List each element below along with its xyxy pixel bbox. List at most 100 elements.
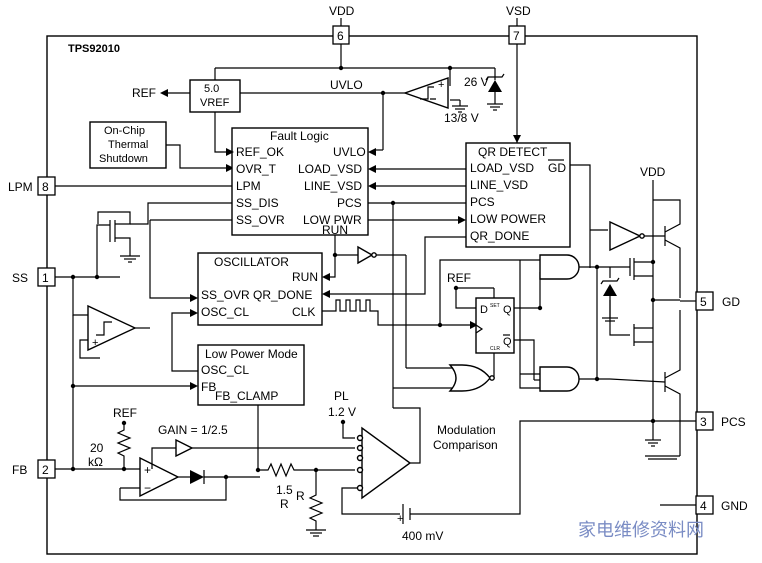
lpm-pin-label: LPM [8,180,33,194]
lpm-osc-cl: OSC_CL [201,363,249,377]
fault-pcs: PCS [337,196,362,210]
low-power-mode-block [197,344,305,406]
lpm-title: Low Power Mode [205,347,298,361]
ref-fb-label: REF [113,406,137,420]
oscillator-block [197,252,323,326]
fault-low-pwr: LOW PWR [303,213,362,227]
pin-6-number: 6 [337,29,344,43]
fault-ref-ok: REF_OK [236,145,284,159]
ff-q: Q [503,304,512,316]
resistor-r-label: R [296,489,305,503]
ref-arrow-icon [160,89,168,97]
lpm-fb-clamp: FB_CLAMP [215,389,278,403]
uvlo-comparator [402,77,449,109]
ff-qbar: Q [503,336,512,348]
fault-logic-block [231,127,369,236]
and-gate-bottom [539,366,580,392]
osc-run: RUN [292,270,318,284]
fb-diode-icon [190,470,204,484]
watermark: 家电维修资料网 [578,520,704,540]
fault-uvlo: UVLO [333,145,366,159]
pin-8-number: 8 [42,180,49,194]
uvlo-label: UVLO [330,78,363,92]
chip-name: TPS92010 [68,43,120,55]
pin-7-number: 7 [513,29,520,43]
uvlo-thresholds: 13/8 V [444,111,479,125]
fault-ss-dis: SS_DIS [236,196,279,210]
fault-ovr-t: OVR_T [236,162,277,176]
osc-title: OSCILLATOR [214,255,289,269]
vsd-pin-label: VSD [506,4,531,18]
pin-4-number: 4 [700,499,707,513]
pcs-pin-label: PCS [721,415,746,429]
osc-ss-ovr: SS_OVR [201,288,250,302]
and-gate-top [539,254,580,280]
thermal-line3: Shutdown [99,153,148,165]
gnd-pin-label: GND [721,499,748,513]
resistor-1-5r-unit: R [280,497,289,511]
pl-label: PL [334,389,349,403]
ff-ref: REF [447,271,471,285]
resistor-r [308,470,324,530]
resistor-20k-value: 20 [90,441,104,455]
svg-text:−: − [144,481,151,495]
resistor-1-5r-value: 1.5 [276,483,293,497]
svg-text:+: + [438,79,444,91]
fb-amplifier [139,456,180,498]
lpm-fb: FB [201,380,216,394]
thermal-line1: On-Chip [104,125,145,137]
fault-run: RUN [322,223,348,237]
resistor-20k [116,423,132,469]
modulation-comparator [361,426,412,500]
vdd-pin-label: VDD [329,4,355,18]
qr-load-vsd: LOAD_VSD [470,161,534,175]
gd-buffer [609,220,642,252]
flip-flop [475,297,515,354]
qr-low-power: LOW POWER [470,212,546,226]
qr-detect-title: QR DETECT [478,145,548,159]
ff-set: SET [490,303,500,309]
zener-voltage: 26 V [464,75,489,89]
pin-3-number: 3 [700,415,707,429]
gd-pin-label: GD [722,295,740,309]
gd-vdd-label: VDD [640,165,666,179]
fault-ss-ovr: SS_OVR [236,213,285,227]
resistor-1-5r [258,462,316,478]
fb-pin-label: FB [12,463,27,477]
ss-pin-label: SS [12,271,28,285]
svg-text:+: + [397,513,403,525]
qr-line-vsd: LINE_VSD [470,178,528,192]
fault-logic-title: Fault Logic [270,129,329,143]
or-gate [448,364,491,392]
qr-gd: GD [548,161,566,175]
qr-qr-done: QR_DONE [470,229,529,243]
modulation-line1: Modulation [437,423,496,437]
qr-pcs: PCS [470,195,495,209]
vref-value: 5.0 [204,83,219,95]
gd-zener-icon [603,284,617,296]
gain-label: GAIN = 1/2.5 [158,423,228,437]
zener-diode-icon [488,80,502,92]
svg-text:+: + [144,463,151,477]
osc-clk: CLK [292,305,315,319]
vref-block [189,79,241,113]
thermal-line2: Thermal [108,139,148,151]
ff-clr: CLR [490,346,500,352]
ss-comparator [87,304,137,352]
svg-text:+: + [92,337,98,349]
modulation-line2: Comparison [433,438,498,452]
ref-output-label: REF [132,86,156,100]
pin-2-number: 2 [42,463,49,477]
pin-5-number: 5 [700,295,707,309]
offset-voltage: 400 mV [402,529,443,543]
pl-value: 1.2 V [328,405,356,419]
fault-line-vsd: LINE_VSD [304,179,362,193]
osc-osc-cl: OSC_CL [201,305,249,319]
fault-load-vsd: LOAD_VSD [298,162,362,176]
osc-qr-done: QR_DONE [253,288,312,302]
run-inverter [357,245,374,265]
resistor-20k-unit: kΩ [88,455,103,469]
pin-1-number: 1 [42,271,49,285]
fault-lpm: LPM [236,179,261,193]
